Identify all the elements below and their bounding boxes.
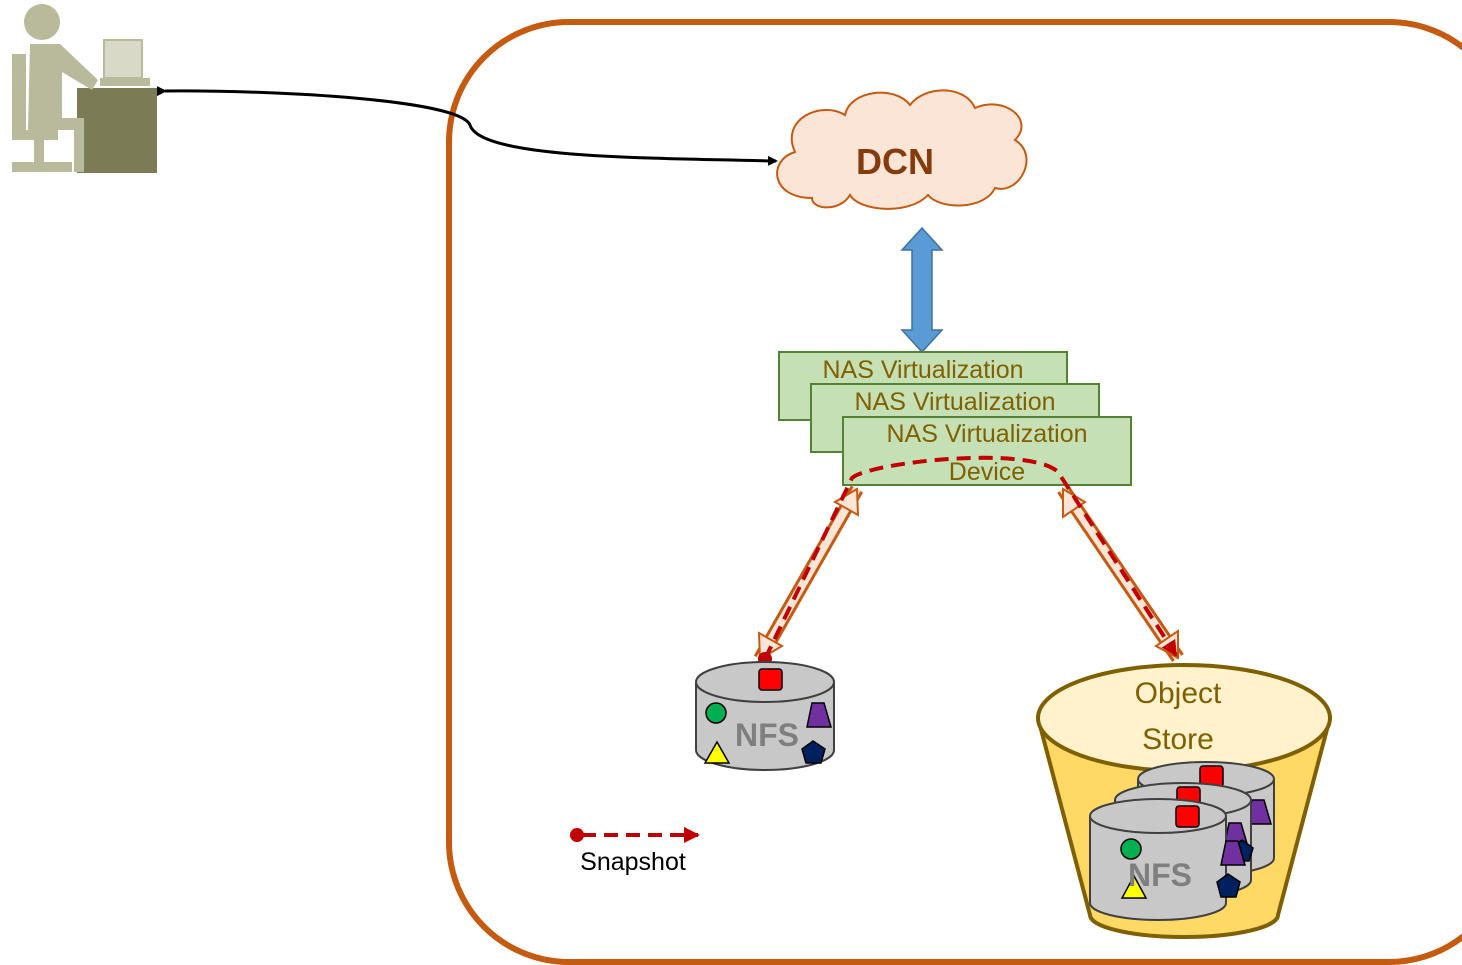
nas-box-3-label-line1: NAS Virtualization (886, 420, 1087, 448)
nas-nfs-double-arrow (753, 485, 864, 663)
nas-box-3-label-line2: Device (949, 458, 1025, 486)
object-store-nfs-label: NFS (1128, 857, 1192, 893)
nfs-cylinder-icon (695, 661, 835, 771)
dcn-label: DCN (856, 141, 934, 182)
dcn-nas-double-arrow (900, 226, 944, 354)
user-at-desk-icon (12, 4, 157, 173)
dcn-cloud-icon (776, 89, 1028, 210)
datacenter-boundary (446, 19, 1462, 965)
object-store-label-line1: Object (1135, 677, 1222, 710)
legend-dot (570, 828, 584, 842)
nas-virtualization-box-3 (842, 416, 1132, 486)
object-store-label-line2: Store (1142, 723, 1214, 756)
snapshot-nfs-cylinder-1 (1089, 798, 1246, 921)
nas-box-1-label: NAS Virtualization (822, 356, 1023, 384)
snapshot-legend (570, 827, 700, 843)
nas-box-2-label: NAS Virtualization (854, 388, 1055, 416)
nfs-label: NFS (735, 717, 799, 753)
snapshot-path (763, 455, 1178, 660)
legend-snapshot-label: Snapshot (580, 848, 686, 876)
user-dcn-link (156, 86, 778, 166)
